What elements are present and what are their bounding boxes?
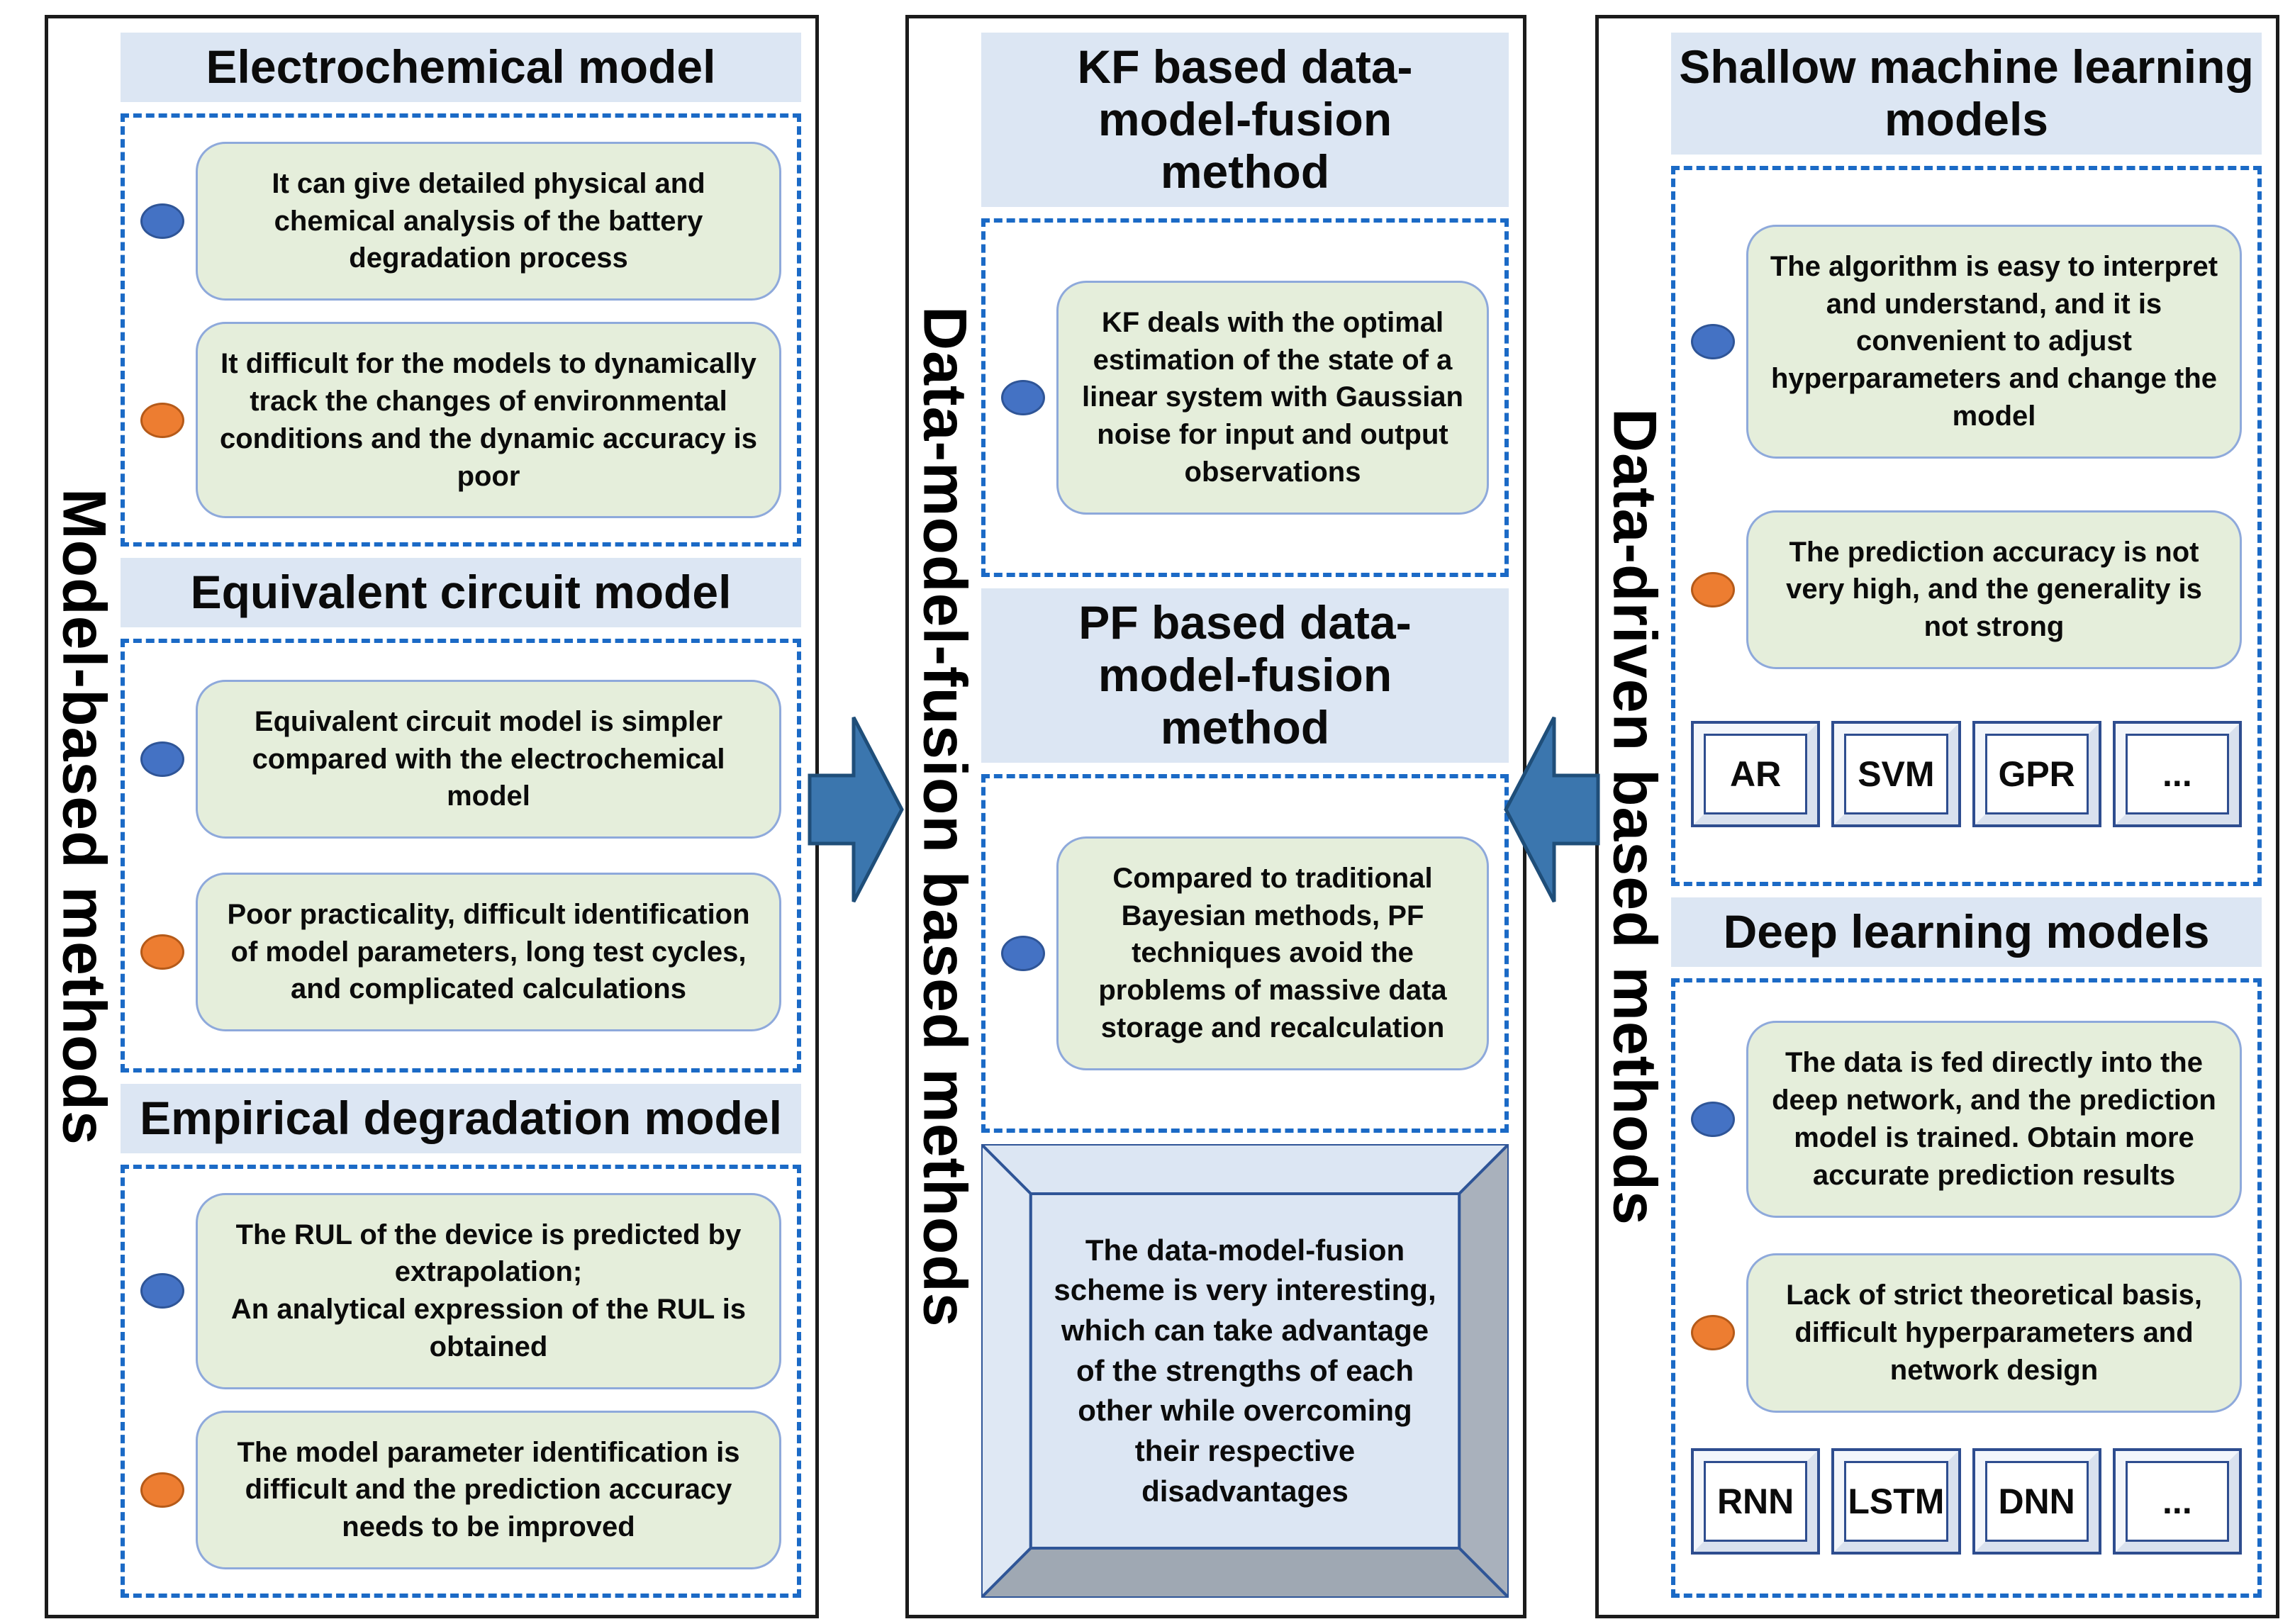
panel-data-driven-methods: Data-driven based methods Shallow machin… [1595,15,2279,1618]
point-row: The RUL of the device is predicted by ex… [140,1192,781,1389]
point-bubble: Equivalent circuit model is simpler comp… [196,679,781,839]
con-bullet-icon [140,934,184,970]
point-bubble: The algorithm is easy to interpret and u… [1746,224,2242,459]
section-header-empirical-degradation-model: Empirical degradation model [121,1083,801,1153]
con-bullet-icon [140,1472,184,1508]
con-bullet-icon [140,402,184,438]
tag-svm: SVM [1831,720,1961,827]
point-bubble: Poor practicality, difficult identificat… [196,872,781,1032]
summary-3d-box: The data-model-fusion scheme is very int… [981,1144,1509,1598]
point-row: The model parameter identification is di… [140,1410,781,1570]
point-row: The data is fed directly into the deep n… [1691,1021,2242,1218]
pro-bullet-icon [1001,379,1045,415]
point-bubble: The prediction accuracy is not very high… [1746,510,2242,669]
section-header-electrochemical-model: Electrochemical model [121,33,801,102]
summary-text: The data-model-fusion scheme is very int… [1054,1233,1436,1508]
point-row: The prediction accuracy is not very high… [1691,510,2242,669]
pro-bullet-icon [1001,935,1045,971]
tag-ar: AR [1691,720,1821,827]
section-body-electrochemical-model: It can give detailed physical and chemic… [121,113,801,547]
tag-gpr: GPR [1972,720,2101,827]
point-bubble: Lack of strict theoretical basis, diffic… [1746,1253,2242,1413]
tag-lstm: LSTM [1831,1448,1961,1555]
right-pointing-arrow-icon [808,716,904,903]
section-header-kf-fusion-method: KF based data-model-fusion method [981,33,1509,207]
point-row: Compared to traditional Bayesian methods… [1001,836,1489,1070]
tag-more: ... [2112,1448,2242,1555]
section-header-equivalent-circuit-model: Equivalent circuit model [121,558,801,628]
beveled-frame-icon [981,1144,1509,1598]
point-row: KF deals with the optimal estimation of … [1001,280,1489,515]
tag-dnn: DNN [1972,1448,2101,1555]
point-row: Lack of strict theoretical basis, diffic… [1691,1253,2242,1413]
point-bubble: The RUL of the device is predicted by ex… [196,1192,781,1389]
section-body-equivalent-circuit-model: Equivalent circuit model is simpler comp… [121,639,801,1073]
point-bubble: KF deals with the optimal estimation of … [1056,280,1489,515]
pro-bullet-icon [1691,1101,1735,1137]
section-body-kf-fusion-method: KF deals with the optimal estimation of … [981,218,1509,577]
vertical-label-model-based: Model-based methods [50,488,118,1146]
panel-data-model-fusion-methods: Data-model-fusion based methods KF based… [905,15,1526,1618]
point-bubble: It difficult for the models to dynamical… [196,322,781,519]
section-body-empirical-degradation-model: The RUL of the device is predicted by ex… [121,1164,801,1598]
point-bubble: Compared to traditional Bayesian methods… [1056,836,1489,1070]
point-row: It can give detailed physical and chemic… [140,141,781,301]
section-body-pf-fusion-method: Compared to traditional Bayesian methods… [981,773,1509,1133]
point-bubble: The data is fed directly into the deep n… [1746,1021,2242,1218]
section-body-deep-learning-models: The data is fed directly into the deep n… [1671,978,2262,1598]
left-pointing-arrow-icon [1504,716,1600,903]
section-header-shallow-ml-models: Shallow machine learning models [1671,33,2262,155]
pro-bullet-icon [1691,323,1735,359]
con-bullet-icon [1691,1315,1735,1351]
point-row: Poor practicality, difficult identificat… [140,872,781,1032]
pro-bullet-icon [140,1273,184,1309]
point-row: It difficult for the models to dynamical… [140,322,781,519]
model-tag-row: AR SVM GPR ... [1691,720,2242,827]
vertical-label-data-driven: Data-driven based methods [1600,408,1669,1226]
con-bullet-icon [1691,571,1735,607]
section-header-pf-fusion-method: PF based data-model-fusion method [981,588,1509,763]
section-header-deep-learning-models: Deep learning models [1671,897,2262,967]
tag-more: ... [2112,720,2242,827]
pro-bullet-icon [140,741,184,777]
tag-rnn: RNN [1691,1448,1821,1555]
section-body-shallow-ml-models: The algorithm is easy to interpret and u… [1671,165,2262,886]
pro-bullet-icon [140,203,184,240]
point-bubble: The model parameter identification is di… [196,1410,781,1570]
model-tag-row: RNN LSTM DNN ... [1691,1448,2242,1555]
point-bubble: It can give detailed physical and chemic… [196,141,781,301]
vertical-label-data-model-fusion: Data-model-fusion based methods [910,306,979,1328]
point-row: Equivalent circuit model is simpler comp… [140,679,781,839]
panel-model-based-methods: Model-based methods Electrochemical mode… [45,15,819,1618]
point-row: The algorithm is easy to interpret and u… [1691,224,2242,459]
